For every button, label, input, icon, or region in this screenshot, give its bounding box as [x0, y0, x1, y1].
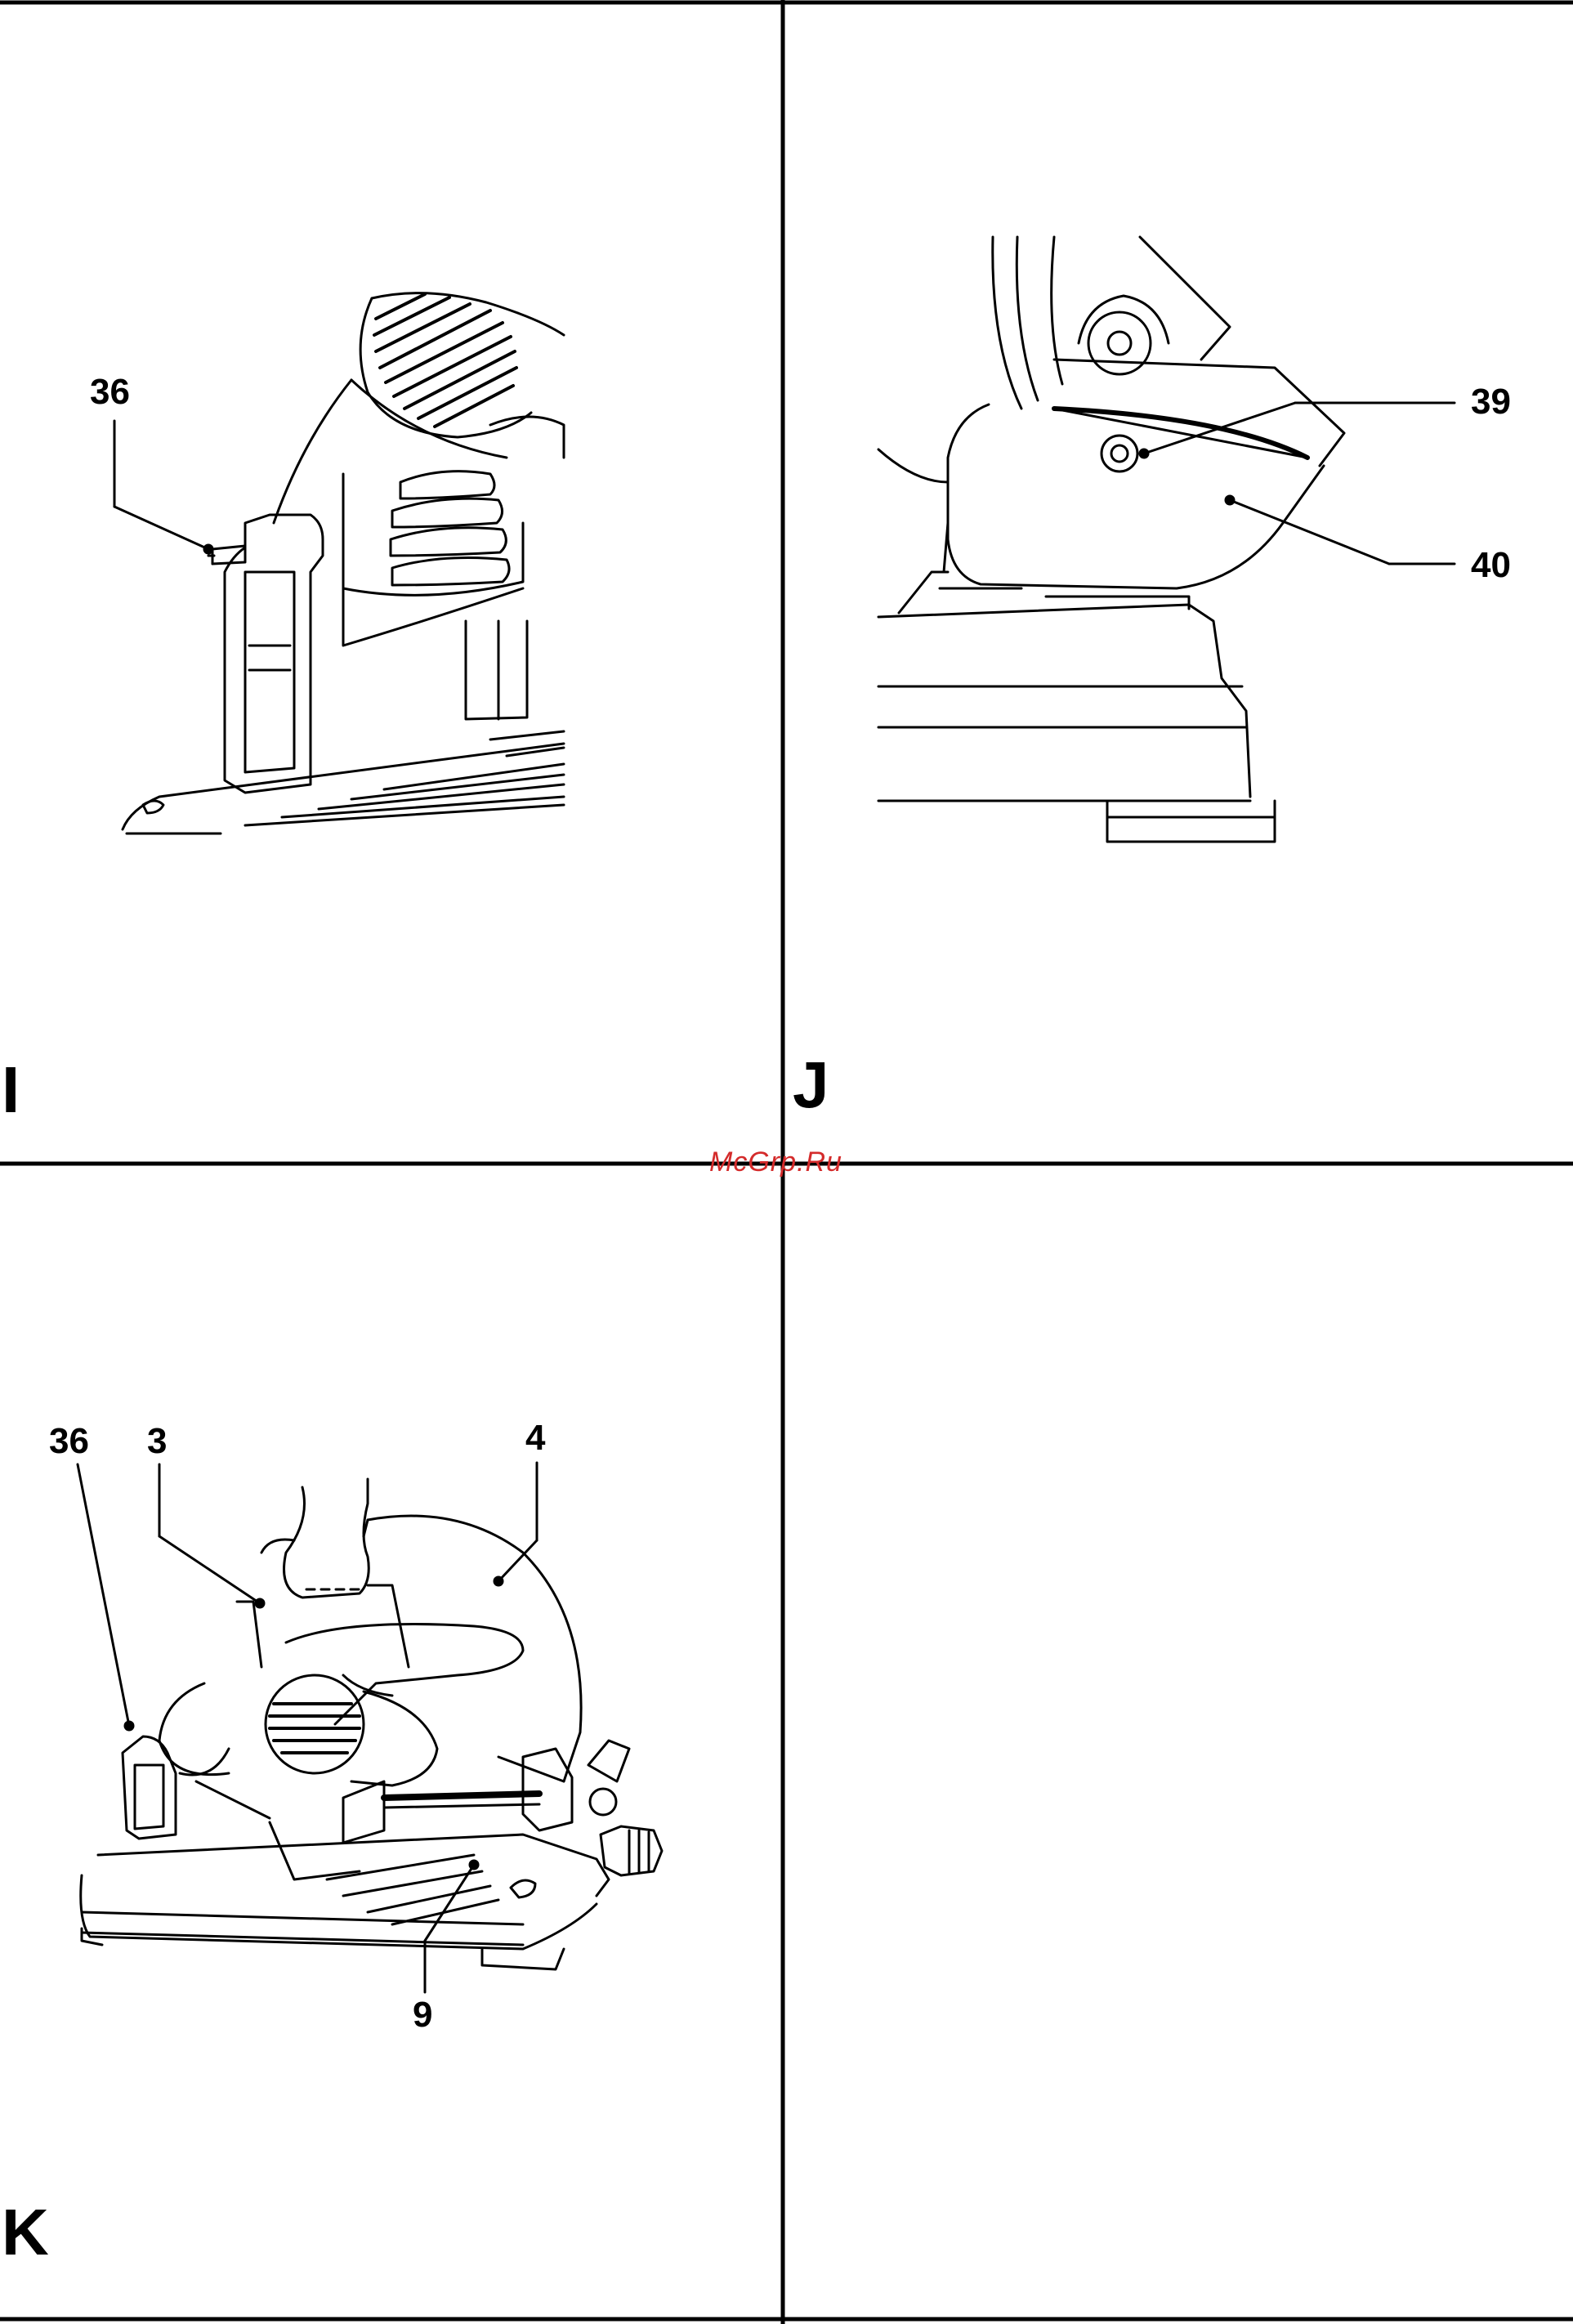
- callout-k-3: 3: [147, 1423, 167, 1459]
- panel-letter-j: J: [793, 1053, 829, 1118]
- callout-k-9: 9: [413, 1997, 432, 2033]
- panel-letter-i: I: [2, 1057, 20, 1123]
- callout-k-36: 36: [49, 1423, 89, 1459]
- panel-k-drawing: [78, 1463, 662, 1992]
- panel-i-drawing: [114, 293, 564, 834]
- callout-j-39: 39: [1471, 384, 1511, 420]
- panel-letter-k: K: [2, 2200, 49, 2265]
- watermark-text: McGrp.Ru: [709, 1148, 842, 1176]
- callout-i-36: 36: [90, 374, 130, 410]
- panel-j-drawing: [878, 237, 1455, 842]
- callout-j-40: 40: [1471, 547, 1511, 583]
- callout-k-4: 4: [525, 1420, 545, 1456]
